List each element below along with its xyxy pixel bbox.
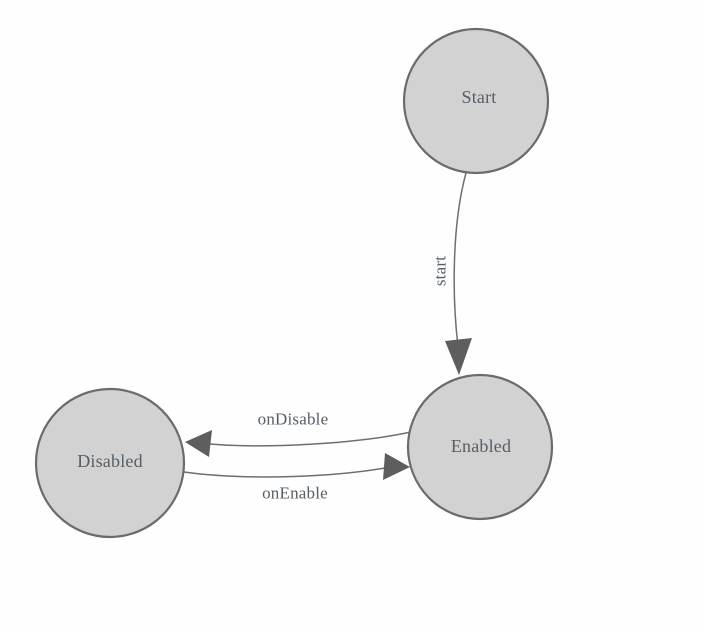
- edge-disabled-to-enabled-arrowhead-icon: [383, 453, 410, 480]
- edge-enabled-to-disabled[interactable]: onDisable: [185, 410, 412, 458]
- edge-disabled-to-enabled[interactable]: onEnable: [183, 453, 410, 503]
- state-node-disabled[interactable]: Disabled: [34, 387, 186, 539]
- state-node-enabled-label: Enabled: [451, 436, 511, 456]
- state-node-start[interactable]: Start: [402, 27, 550, 175]
- edge-start-to-enabled[interactable]: start: [431, 172, 473, 375]
- edge-disabled-to-enabled-line: [183, 465, 397, 478]
- state-node-disabled-circle: [34, 387, 186, 539]
- edge-start-to-enabled-arrowhead-icon: [445, 338, 472, 375]
- edge-disabled-to-enabled-label: onEnable: [262, 484, 328, 503]
- state-node-start-label: Start: [462, 87, 497, 107]
- state-node-enabled[interactable]: Enabled: [406, 373, 554, 521]
- edge-start-to-enabled-line: [453, 172, 467, 347]
- edge-enabled-to-disabled-line: [199, 431, 412, 447]
- edge-enabled-to-disabled-arrowhead-icon: [185, 430, 212, 457]
- state-node-enabled-circle: [406, 373, 554, 521]
- edge-start-to-enabled-label: start: [431, 256, 450, 286]
- edge-enabled-to-disabled-label: onDisable: [258, 410, 329, 429]
- state-node-disabled-label: Disabled: [77, 451, 143, 471]
- state-node-start-circle: [402, 27, 550, 175]
